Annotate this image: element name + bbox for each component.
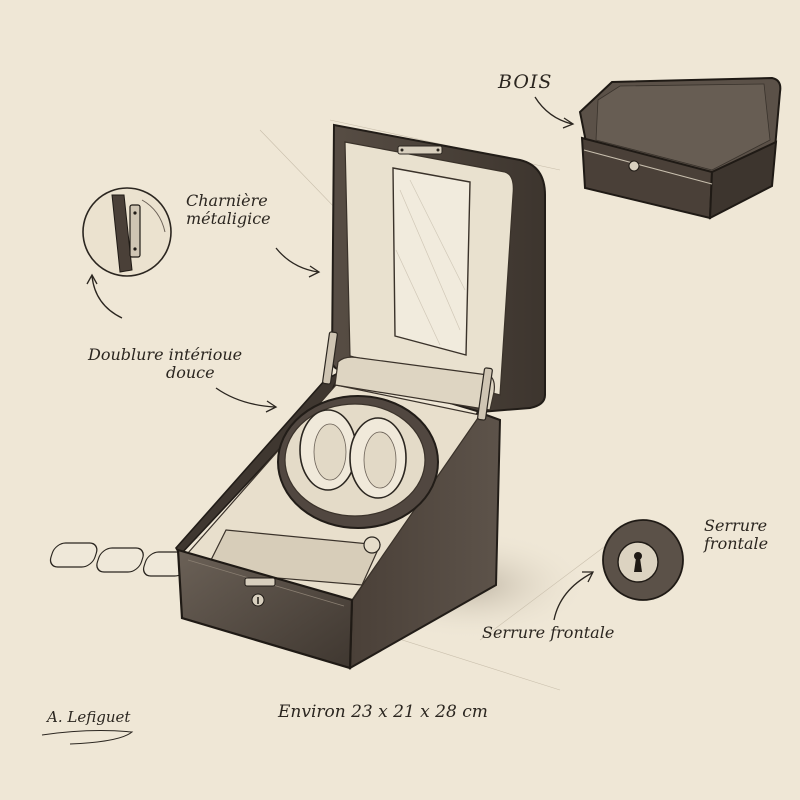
hinge-detail (82, 187, 172, 277)
label-lining-line1: Doublure intérioue (88, 345, 243, 364)
arrow-lock (553, 572, 593, 621)
label-lock-caption: Serrure frontale (482, 623, 615, 642)
label-lining: Doublure intérioue douce (88, 345, 243, 383)
label-dimensions: Environ 23 x 21 x 28 cm (278, 702, 488, 722)
arrow-lining (215, 387, 276, 408)
artist-signature: A. Lefiguet (47, 708, 131, 726)
lock-detail (602, 519, 684, 601)
label-hinge-line1: Charnière (186, 191, 268, 210)
arrow-hinge-circle (91, 275, 123, 319)
watch-pillow-right (349, 417, 407, 499)
hinge-left (322, 331, 338, 385)
lid-plaque (397, 145, 443, 155)
label-lock-detail: Serrure frontale (704, 516, 769, 554)
label-hinge: Charnière métaligice (186, 191, 271, 229)
label-lining-line2: douce (166, 363, 215, 383)
watch-pillow-left (299, 409, 357, 491)
closed-box (578, 76, 782, 220)
control-knob (363, 536, 381, 554)
signature-swash (41, 730, 134, 745)
annotation-arrows (86, 96, 595, 621)
arrow-bois (534, 96, 573, 125)
hinge-right (477, 367, 493, 421)
front-lock (244, 577, 276, 607)
label-bois: BOIS (498, 71, 553, 93)
watch-winder-box (49, 123, 546, 670)
box-front (176, 548, 354, 670)
label-lock-detail-line2: frontale (704, 534, 769, 554)
tray-cushion-1 (49, 542, 98, 568)
label-hinge-line2: métaligice (186, 209, 271, 229)
label-lock-detail-line1: Serrure (704, 516, 768, 535)
tray-cushion-2 (96, 547, 144, 573)
arrow-hinge (275, 247, 319, 273)
